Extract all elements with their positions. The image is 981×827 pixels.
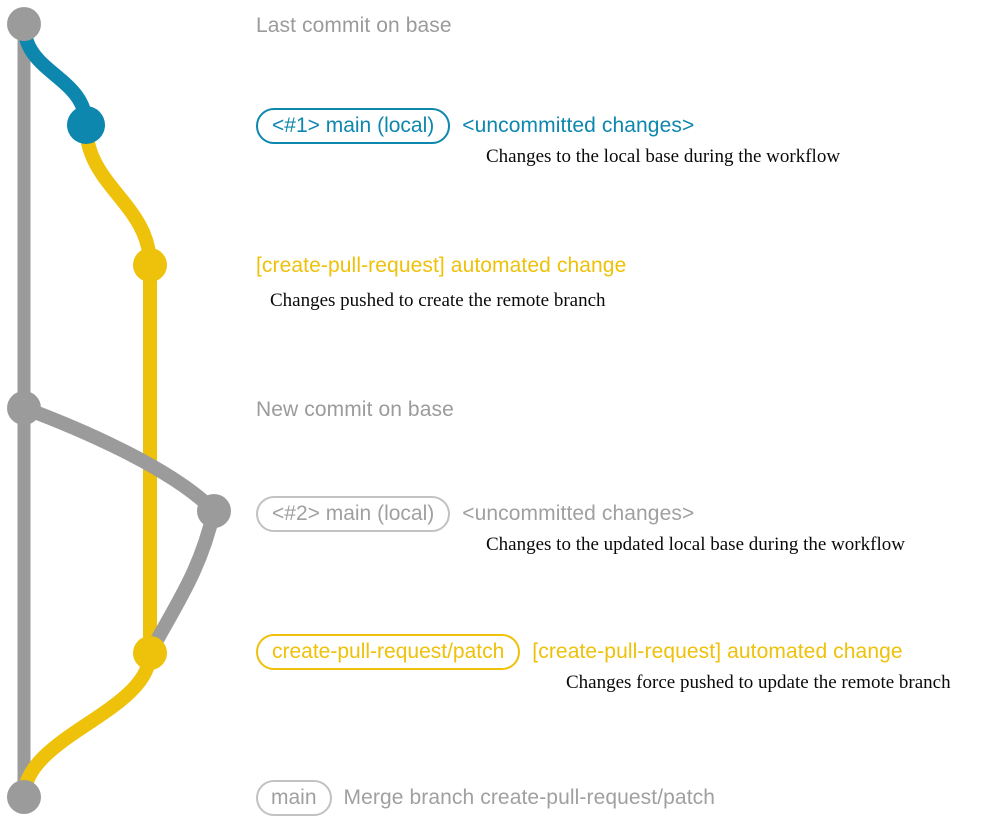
branch-badge-remote-patch[interactable]: create-pull-request/patch xyxy=(256,634,521,670)
commit-caption-local-uncommitted-2: Changes to the updated local base during… xyxy=(486,534,905,555)
branch-badge-local-2[interactable]: <#2> main (local) xyxy=(256,496,451,532)
commit-headline: Last commit on base xyxy=(256,14,452,37)
commit-headline: <uncommitted changes> xyxy=(462,114,695,137)
edge-local-1-to-remote-1 xyxy=(79,118,157,272)
branch-badge-main[interactable]: main xyxy=(256,780,332,816)
commit-headline: New commit on base xyxy=(256,398,454,421)
commit-node-merge-commit[interactable] xyxy=(7,780,41,814)
commit-node-remote-automated-change-2[interactable] xyxy=(133,636,167,670)
commit-node-remote-automated-change-1[interactable] xyxy=(133,248,167,282)
commit-row-local-uncommitted-2: <#2> main (local) <uncommitted changes> xyxy=(256,496,694,532)
commit-headline: <uncommitted changes> xyxy=(462,502,695,525)
commit-headline: Merge branch create-pull-request/patch xyxy=(343,786,716,809)
commit-node-local-uncommitted-1[interactable] xyxy=(67,106,105,144)
commit-row-remote-automated-change-1: [create-pull-request] automated change xyxy=(256,254,626,278)
edge-local-2-to-remote-2 xyxy=(143,504,221,660)
commit-caption-remote-automated-change-1: Changes pushed to create the remote bran… xyxy=(270,290,606,311)
branch-badge-local-1[interactable]: <#1> main (local) xyxy=(256,108,451,144)
commit-caption-local-uncommitted-1: Changes to the local base during the wor… xyxy=(486,146,841,167)
commit-node-local-uncommitted-2[interactable] xyxy=(197,494,231,528)
commit-caption-remote-automated-change-2: Changes force pushed to update the remot… xyxy=(566,672,951,693)
commit-row-local-uncommitted-1: <#1> main (local) <uncommitted changes> xyxy=(256,108,694,144)
commit-headline: [create-pull-request] automated change xyxy=(532,640,903,663)
commit-node-last-commit-on-base[interactable] xyxy=(7,7,41,41)
commit-node-new-commit-on-base[interactable] xyxy=(7,391,41,425)
commit-headline: [create-pull-request] automated change xyxy=(256,254,627,277)
commit-row-new-commit-on-base: New commit on base xyxy=(256,398,454,422)
edge-remote-2-to-merge xyxy=(17,646,157,804)
edge-base-to-local-2 xyxy=(17,401,221,518)
commit-row-remote-automated-change-2: create-pull-request/patch [create-pull-r… xyxy=(256,634,903,670)
commit-row-last-commit-on-base: Last commit on base xyxy=(256,14,452,38)
commit-row-merge-commit: main Merge branch create-pull-request/pa… xyxy=(256,780,715,816)
